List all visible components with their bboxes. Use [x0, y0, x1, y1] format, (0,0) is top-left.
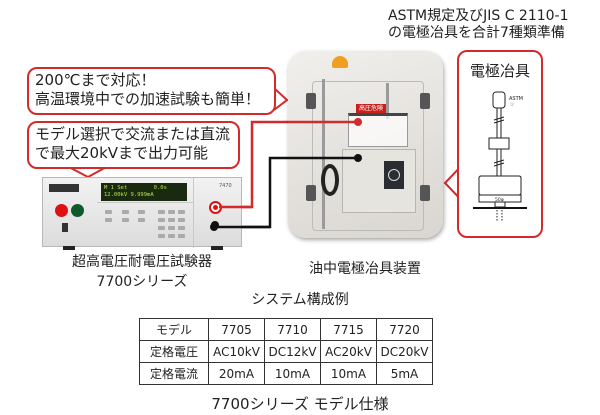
- key-icon: [168, 210, 175, 214]
- clamp-icon: [420, 185, 430, 201]
- key-icon: [105, 210, 112, 214]
- cable-coil-icon: [321, 164, 339, 196]
- output-callout-line-2: で最大20kVまで出力可能: [35, 144, 209, 162]
- table-cell: 定格電流: [139, 362, 209, 385]
- brand-logo: [49, 184, 79, 192]
- table-header-cell: 7710: [264, 318, 321, 341]
- temperature-callout: 200℃まで対応！ 高温環境中での加速試験も簡単！: [27, 67, 276, 115]
- warning-beacon-icon: [332, 56, 348, 68]
- clamp-icon: [306, 185, 316, 201]
- temperature-callout-pointer: [273, 87, 289, 111]
- panel-divider: [97, 202, 193, 203]
- key-icon: [168, 234, 175, 238]
- table-cell: 5mA: [376, 362, 433, 385]
- note-line-2: の電極冶具を合計7種類準備: [388, 25, 565, 41]
- key-icon: [158, 234, 165, 238]
- key-icon: [168, 218, 175, 222]
- stem: [494, 201, 506, 208]
- stop-button-icon: [55, 204, 68, 217]
- model-spec-table: モデル 7705 7710 7715 7720 定格電圧 AC10kV DC12…: [139, 318, 433, 385]
- note-line-1: ASTM規定及びJIS C 2110-1: [388, 8, 569, 24]
- astm-number: ①: [510, 102, 514, 108]
- foot: [63, 246, 75, 250]
- key-icon: [178, 234, 185, 238]
- frame-rod: [322, 79, 325, 229]
- hv-wire-endpoint: [354, 118, 362, 126]
- clamp-icon: [420, 93, 430, 109]
- key-icon: [178, 218, 185, 222]
- lcd-line-1: M 1 Set 0.0s: [104, 185, 167, 191]
- table-header-cell: モデル: [139, 318, 209, 341]
- temperature-dial-icon: [384, 161, 404, 189]
- electrode-rod: [386, 83, 389, 119]
- key-icon: [138, 210, 145, 214]
- table-cell: 20mA: [208, 362, 265, 385]
- table-header-cell: 7715: [320, 318, 377, 341]
- electrode-jig-note: ASTM規定及びJIS C 2110-1 の電極冶具を合計7種類準備: [388, 8, 569, 42]
- temperature-callout-line-2: 高温環境中での加速試験も簡単！: [35, 90, 261, 108]
- key-icon: [138, 218, 145, 222]
- key-icon: [122, 210, 129, 214]
- return-wire-start: [210, 223, 218, 231]
- table-cell: 10mA: [264, 362, 321, 385]
- table-cell: DC12kV: [264, 340, 321, 363]
- table-cell: 定格電圧: [139, 340, 209, 363]
- break-mark: [493, 159, 505, 164]
- power-switch-icon: [62, 223, 68, 232]
- panel-divider: [193, 178, 194, 248]
- apparatus-frame: [312, 81, 424, 231]
- key-icon: [178, 226, 185, 230]
- key-icon: [158, 226, 165, 230]
- apparatus-caption: 油中電極冶具装置: [309, 261, 421, 277]
- output-callout-line-1: モデル選択で交流または直流: [35, 125, 231, 143]
- key-icon: [158, 218, 165, 222]
- lcd-line-2: 12.00kV 9.999mA: [104, 192, 154, 198]
- output-callout: モデル選択で交流または直流 で最大20kVまで出力可能: [27, 121, 240, 169]
- table-header-cell: 7705: [208, 318, 265, 341]
- key-icon: [168, 226, 175, 230]
- break-mark: [493, 116, 505, 121]
- table-cell: AC20kV: [320, 340, 377, 363]
- table-cell: 10mA: [320, 362, 377, 385]
- break-mark: [493, 162, 505, 167]
- start-button-icon: [71, 204, 84, 217]
- tester-model-number: 7470: [219, 183, 232, 189]
- table-header-cell: 7720: [376, 318, 433, 341]
- dimension-label: 50φ: [495, 197, 504, 203]
- oil-electrode-apparatus-image: 高圧危険: [288, 51, 443, 238]
- spacer-block: [488, 137, 510, 150]
- key-icon: [122, 218, 129, 222]
- table-header-row: モデル 7705 7710 7715 7720: [139, 318, 433, 341]
- astm-label: ASTM: [509, 96, 523, 102]
- return-wire-endpoint: [354, 154, 362, 162]
- electrode-jig-title: 電極冶具: [469, 62, 530, 80]
- foot: [211, 246, 223, 250]
- table-row: 定格電圧 AC10kV DC12kV AC20kV DC20kV: [139, 340, 433, 363]
- temperature-callout-line-1: 200℃まで対応！: [35, 71, 156, 89]
- high-voltage-warning-label: 高圧危険: [356, 104, 386, 113]
- table-row: 定格電流 20mA 10mA 10mA 5mA: [139, 362, 433, 385]
- break-mark: [493, 119, 505, 124]
- tester-caption: 超高電圧耐電圧試験器 7700シリーズ: [42, 251, 242, 291]
- key-icon: [178, 210, 185, 214]
- oil-vessel: [348, 113, 408, 147]
- key-icon: [105, 218, 112, 222]
- table-cell: DC20kV: [376, 340, 433, 363]
- tester-caption-line-2: 7700シリーズ: [96, 274, 188, 290]
- system-example-title: システム構成例: [251, 292, 349, 308]
- electrode-jig-drawing: ASTM ① 50φ: [473, 91, 527, 222]
- spec-table-caption: 7700シリーズ モデル仕様: [211, 395, 389, 413]
- lower-electrode: [478, 175, 522, 196]
- key-icon: [158, 210, 165, 214]
- clamp-icon: [306, 93, 316, 109]
- table-cell: AC10kV: [208, 340, 265, 363]
- tester-caption-line-1: 超高電圧耐電圧試験器: [72, 254, 212, 270]
- upper-electrode: [492, 91, 506, 109]
